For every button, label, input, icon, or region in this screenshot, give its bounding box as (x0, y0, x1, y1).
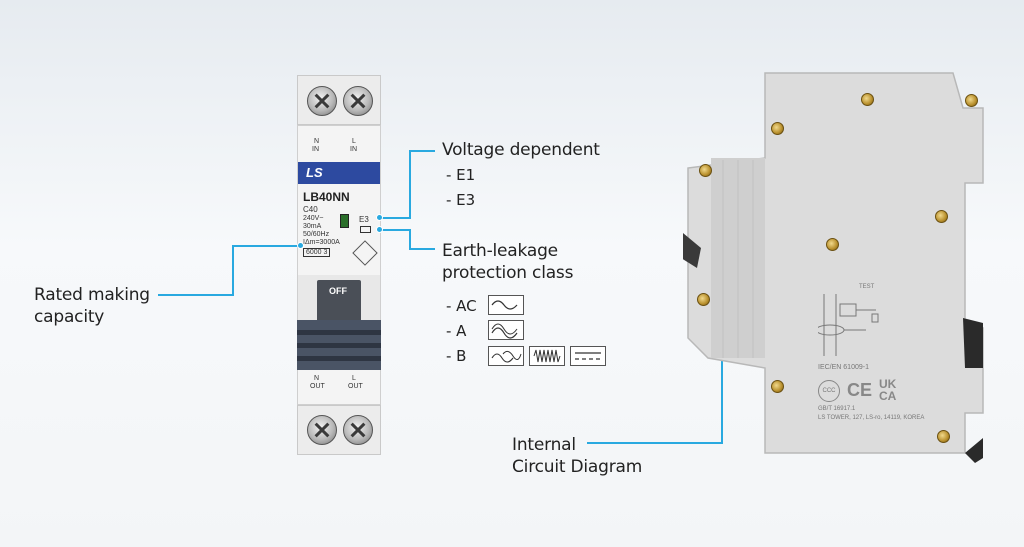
circuit-breaker-front: N IN L IN LS LB40NN C40 240V~ 30mA 50/60… (297, 75, 381, 455)
bottom-terminal-block (297, 405, 381, 455)
spec-voltage: 240V~ (303, 215, 324, 222)
voltage-dependent-title: Voltage dependent (442, 140, 600, 160)
test-label: TEST (859, 284, 875, 290)
rating-label: C40 (303, 205, 318, 214)
ce-mark-icon: CE (847, 380, 873, 400)
ccc-mark-icon: CCC (818, 380, 840, 402)
b-wave-icon (488, 346, 524, 366)
spec-freq: 50/60Hz (303, 231, 330, 238)
leader-line (158, 294, 233, 296)
ac-sine-wave-icon (488, 295, 524, 315)
temperature-symbol-icon (352, 240, 378, 266)
gb-standard-label: GB/T 16917.1 (818, 406, 856, 412)
bottom-label-l: L (352, 375, 356, 382)
rivet-icon (771, 380, 784, 393)
rivet-icon (771, 122, 784, 135)
internal-circuit-diagram-icon (818, 294, 879, 356)
circuit-diagram-title: Circuit Diagram (512, 457, 643, 477)
rivet-icon (861, 93, 874, 106)
leader-line (232, 245, 300, 247)
ukca-mark-icon: UK CA (879, 377, 897, 403)
leader-line (409, 248, 435, 250)
rivet-icon (697, 293, 710, 306)
bottom-label-n: N (314, 375, 320, 382)
internal-title: Internal (512, 435, 576, 455)
leader-dot (376, 214, 383, 221)
leader-line (587, 442, 722, 444)
voltage-item-e1: - E1 (446, 166, 476, 184)
handle-groove (297, 356, 381, 361)
leader-line (232, 245, 234, 296)
leader-line (409, 229, 411, 249)
rated-making-title: Rated making (34, 285, 150, 305)
high-frequency-wave-icon (529, 346, 565, 366)
protection-class-title: protection class (442, 263, 574, 283)
bottom-label-out-2: OUT (348, 383, 363, 390)
spec-making: IΔm=3000A (303, 239, 340, 246)
screw-icon (343, 415, 373, 445)
side-housing (683, 72, 984, 463)
screw-icon (307, 415, 337, 445)
rivet-icon (826, 238, 839, 251)
brand-logo: LS (306, 165, 323, 180)
test-button-icon (340, 214, 349, 228)
class-a: - A (446, 322, 467, 340)
screw-icon (307, 86, 337, 116)
rivet-icon (965, 94, 978, 107)
off-indicator: OFF (329, 286, 347, 296)
lower-body: N OUT L OUT (297, 370, 381, 405)
top-label-in-2: IN (350, 146, 357, 153)
leader-line (380, 229, 410, 231)
screw-icon (343, 86, 373, 116)
a-pulsating-wave-icon (488, 320, 524, 340)
bottom-label-out: OUT (310, 383, 325, 390)
top-label-in: IN (312, 146, 319, 153)
rated-capacity-title: capacity (34, 307, 105, 327)
class-ac: - AC (446, 297, 477, 315)
rivet-icon (699, 164, 712, 177)
wave-symbol-icon (360, 226, 371, 233)
rivet-icon (935, 210, 948, 223)
leader-line (409, 150, 435, 152)
leader-line (409, 150, 411, 219)
brand-strip: LS (298, 162, 380, 184)
address-label: LS TOWER, 127, LS-ro, 14119, KOREA (818, 415, 925, 421)
earth-leakage-title: Earth-leakage (442, 241, 558, 261)
leader-dot (376, 226, 383, 233)
spec-current: 30mA (303, 223, 322, 230)
voltage-item-e3: - E3 (446, 191, 476, 209)
leader-line (721, 330, 723, 444)
top-label-l: L (352, 138, 356, 145)
dc-wave-icon (570, 346, 606, 366)
leader-line (380, 217, 410, 219)
handle-groove (297, 343, 381, 348)
spec-box: 6000 3 (303, 248, 331, 257)
class-b: - B (446, 347, 467, 365)
standard-label: IEC/EN 61009-1 (818, 364, 869, 371)
rivet-icon (937, 430, 950, 443)
leader-dot (297, 242, 304, 249)
top-label-n: N (314, 138, 320, 145)
model-label: LB40NN (303, 190, 350, 204)
handle-groove (297, 330, 381, 335)
e-label: E3 (359, 215, 369, 224)
top-terminal-block (297, 75, 381, 125)
breaker-side-view: TEST IEC/EN 61009-1 CCC CE UK CA GB/T 16… (683, 68, 993, 468)
